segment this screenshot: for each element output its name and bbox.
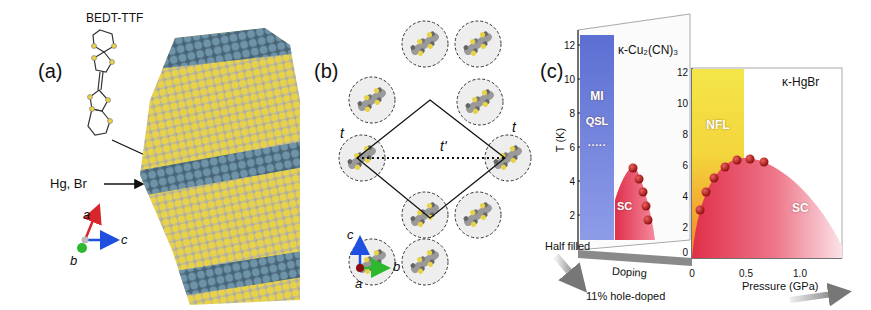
material-label: κ-HgBr bbox=[782, 76, 819, 89]
tick-label: 1.0 bbox=[793, 268, 807, 279]
superconducting-dome: SC bbox=[692, 150, 842, 258]
tick-label: 10 bbox=[677, 98, 688, 109]
tick-label: 4 bbox=[682, 191, 688, 202]
transfer-bond bbox=[357, 157, 505, 159]
tick-label: 4 bbox=[569, 176, 575, 187]
doping-arrow bbox=[556, 256, 578, 282]
tick-label: 12 bbox=[677, 67, 688, 78]
phase-label: SC bbox=[792, 202, 809, 215]
axis-note: Half filled bbox=[545, 240, 590, 252]
panel-label: (c) bbox=[540, 60, 563, 82]
transfer-label: t' bbox=[440, 139, 447, 154]
plot-frame bbox=[692, 68, 842, 258]
molecule-name: BEDT-TTF bbox=[86, 12, 143, 25]
axis-label: b bbox=[393, 260, 400, 274]
tick-label: 0.5 bbox=[739, 268, 753, 279]
tick-label: 0 bbox=[689, 268, 695, 279]
pressure-arrow bbox=[790, 293, 840, 300]
tick-label: 8 bbox=[682, 129, 688, 140]
transfer-label: t bbox=[512, 120, 516, 135]
axes bbox=[578, 30, 842, 258]
phase-label: NFL bbox=[706, 119, 729, 132]
sulfur-atoms bbox=[88, 44, 117, 124]
axis-title: T (K) bbox=[554, 128, 566, 152]
layer-label: Hg, Br bbox=[50, 177, 87, 191]
transfer-label: t bbox=[340, 126, 344, 141]
axis-label: a bbox=[83, 208, 90, 222]
axis-label: b bbox=[70, 254, 77, 268]
dome-shape bbox=[603, 160, 665, 240]
axis-title: Pressure (GPa) bbox=[742, 280, 818, 292]
axis-label: a bbox=[355, 277, 362, 291]
dome-shape bbox=[692, 150, 842, 258]
axis-title: Doping bbox=[612, 265, 648, 279]
phase-label: QSL bbox=[586, 115, 609, 127]
tick-label: 0 bbox=[682, 247, 688, 258]
tick-label: 2 bbox=[682, 222, 688, 233]
panel-label: (b) bbox=[314, 60, 338, 82]
axis-label: c bbox=[347, 228, 354, 242]
superconducting-dome: SC bbox=[603, 160, 665, 240]
material-label: κ-Cu₂(CN)₃ bbox=[618, 44, 678, 57]
doping-floor bbox=[578, 250, 692, 266]
tick-label: 10 bbox=[564, 74, 575, 85]
axis-note: 11% hole-doped bbox=[586, 290, 665, 302]
panel-label: (a) bbox=[38, 60, 62, 82]
pointer-arrow bbox=[104, 183, 142, 184]
molecule-lattice bbox=[339, 21, 531, 285]
tick-label: 8 bbox=[569, 108, 575, 119]
axis-label: c bbox=[121, 233, 128, 247]
phase-label: ····· bbox=[588, 139, 606, 151]
lattice-axes bbox=[356, 240, 386, 272]
tick-label: 12 bbox=[564, 40, 575, 51]
phase-label: MI bbox=[590, 90, 603, 103]
tick-label: 2 bbox=[569, 210, 575, 221]
phase-band: MI QSL ····· bbox=[580, 35, 614, 240]
molecule-structure bbox=[88, 30, 114, 135]
crystal-axes bbox=[77, 208, 115, 253]
unit-cell bbox=[357, 100, 505, 218]
tick-label: 6 bbox=[569, 142, 575, 153]
back-wall bbox=[578, 14, 690, 250]
tick-label: 6 bbox=[682, 160, 688, 171]
crystal-structure bbox=[130, 20, 310, 310]
phase-label: SC bbox=[617, 200, 632, 212]
